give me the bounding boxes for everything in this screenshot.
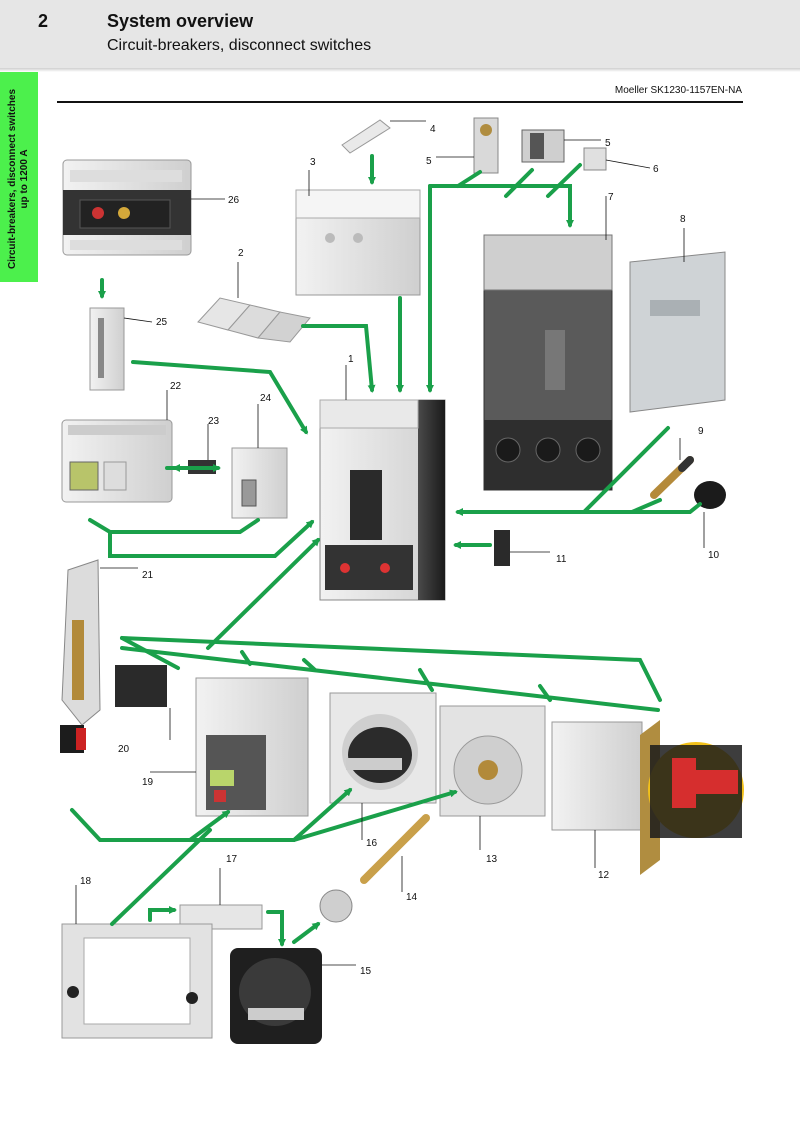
callout-19: 19 — [142, 777, 154, 788]
callout-21: 21 — [142, 570, 154, 581]
item-13-rotary-drive — [439, 705, 546, 817]
callout-5b: 5 — [605, 138, 611, 149]
callout-24: 24 — [260, 393, 272, 404]
connector-lines — [70, 154, 702, 947]
item-15-black-handle — [230, 948, 322, 1044]
page-subtitle: Circuit-breakers, disconnect switches — [107, 37, 372, 54]
item-14-extension-shaft — [360, 814, 430, 884]
callout-10: 10 — [708, 550, 720, 561]
callout-16: 16 — [366, 838, 378, 849]
callout-22: 22 — [170, 381, 182, 392]
chapter-number: 2 — [38, 11, 49, 31]
item-11-auxiliary-switch — [494, 530, 510, 566]
page-header: 2 System overview Circuit-breakers, disc… — [0, 0, 800, 72]
item-15-knob — [319, 889, 353, 923]
callout-8: 8 — [680, 214, 686, 225]
item-10-knob — [694, 481, 726, 509]
item-12-door-handle — [551, 720, 744, 875]
page-title: System overview — [107, 11, 254, 31]
callout-3: 3 — [310, 157, 316, 168]
callout-6: 6 — [653, 164, 659, 175]
item-9-pin — [650, 456, 694, 499]
callout-26: 26 — [228, 195, 240, 206]
item-5-terminal-b — [521, 129, 565, 163]
callout-20: 20 — [118, 744, 130, 755]
item-5-terminal-a — [473, 117, 499, 174]
item-6-terminal — [583, 147, 607, 171]
leader-lines — [75, 120, 705, 966]
section-side-tab[interactable]: Circuit-breakers, disconnect switches up… — [0, 72, 38, 282]
header-shadow — [0, 68, 800, 72]
callout-7: 7 — [608, 192, 614, 203]
item-25-auxiliary-contact — [89, 307, 125, 391]
item-16-rotary-handle — [329, 692, 437, 804]
callout-11: 11 — [556, 554, 567, 565]
document-reference: Moeller SK1230-1157EN-NA — [614, 85, 742, 96]
header-rule — [57, 101, 743, 103]
item-26-module — [62, 159, 192, 256]
item-21-handle-shaft — [60, 559, 101, 753]
callout-numbers: 1 2 3 4 5 5 6 7 8 9 10 11 12 13 14 15 16… — [80, 124, 720, 977]
callout-14: 14 — [406, 892, 418, 903]
callout-5a: 5 — [426, 156, 432, 167]
item-4-terminal-cover — [341, 119, 391, 154]
callout-4: 4 — [430, 124, 436, 135]
callout-23: 23 — [208, 416, 220, 427]
item-1-circuit-breaker — [319, 399, 446, 601]
item-8-mounting-plate — [629, 251, 726, 413]
item-3-terminal-shroud — [295, 189, 421, 296]
callout-2: 2 — [238, 248, 244, 259]
item-18-door-frame — [61, 923, 213, 1039]
item-22-control-relay — [61, 419, 173, 503]
callout-18: 18 — [80, 876, 92, 887]
item-20-adapter — [115, 665, 167, 707]
callout-15: 15 — [360, 966, 372, 977]
item-19-motor-operator — [195, 677, 309, 817]
callout-17: 17 — [226, 854, 238, 865]
callout-13: 13 — [486, 854, 498, 865]
callout-9: 9 — [698, 426, 704, 437]
item-2-phase-covers — [197, 297, 311, 343]
callout-1: 1 — [348, 354, 354, 365]
callout-12: 12 — [598, 870, 610, 881]
item-24-interface-module — [231, 447, 288, 519]
callout-25: 25 — [156, 317, 168, 328]
item-7-circuit-breaker — [483, 234, 613, 491]
